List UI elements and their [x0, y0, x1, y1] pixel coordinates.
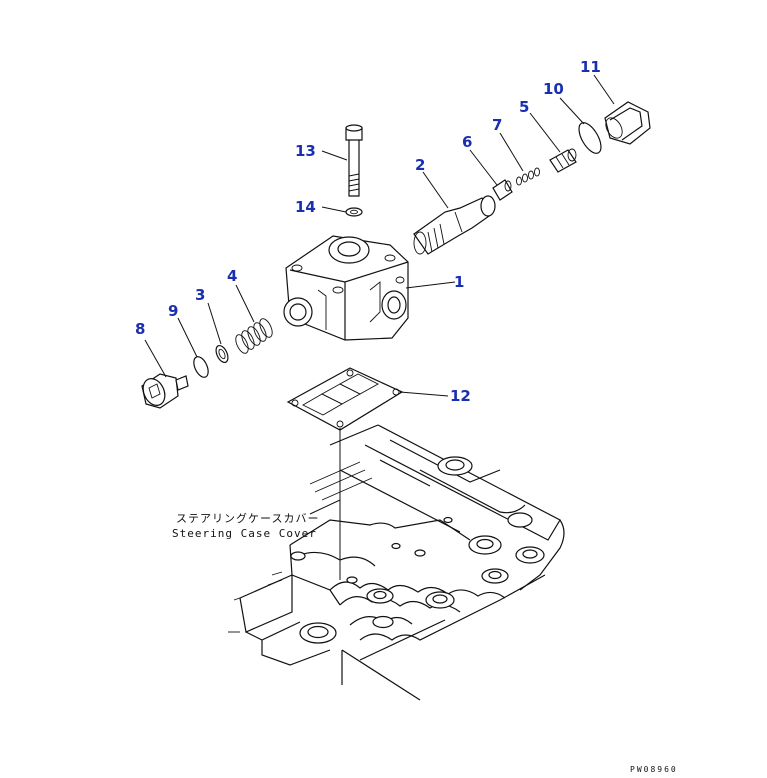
ring-3-drawing: [215, 344, 229, 364]
label-part-4: 4: [227, 267, 237, 285]
bolt-13-drawing: [345, 124, 363, 197]
label-part-6: 6: [462, 133, 472, 151]
label-part-8: 8: [135, 320, 145, 338]
o-ring-10-drawing: [578, 122, 602, 154]
label-part-13: 13: [295, 142, 316, 160]
plug-11-drawing: [604, 101, 651, 145]
part-6-drawing: [492, 179, 513, 201]
label-part-14: 14: [295, 198, 316, 216]
drawing-code: PW08960: [630, 765, 678, 774]
label-part-2: 2: [415, 156, 425, 174]
label-part-7: 7: [492, 116, 502, 134]
label-part-5: 5: [519, 98, 529, 116]
spring-4-drawing: [235, 318, 273, 354]
label-part-11: 11: [580, 58, 601, 76]
plug-8-drawing: [141, 373, 189, 409]
steering-case-cover-drawing: [228, 424, 565, 701]
spool-2-drawing: [413, 195, 496, 255]
piston-5-drawing: [549, 148, 577, 173]
label-part-3: 3: [195, 286, 205, 304]
gasket-12-drawing: [286, 367, 404, 580]
label-part-9: 9: [168, 302, 178, 320]
label-part-10: 10: [543, 80, 564, 98]
caption-english: Steering Case Cover: [172, 527, 317, 540]
washer-14-drawing: [345, 207, 363, 217]
valve-body-1-drawing: [283, 235, 409, 341]
leader-lines: [144, 74, 615, 515]
label-part-12: 12: [450, 387, 471, 405]
label-part-1: 1: [454, 273, 464, 291]
spring-7-drawing: [516, 167, 540, 186]
o-ring-9-drawing: [193, 356, 209, 378]
caption-japanese: ステアリングケースカバー: [176, 511, 319, 525]
